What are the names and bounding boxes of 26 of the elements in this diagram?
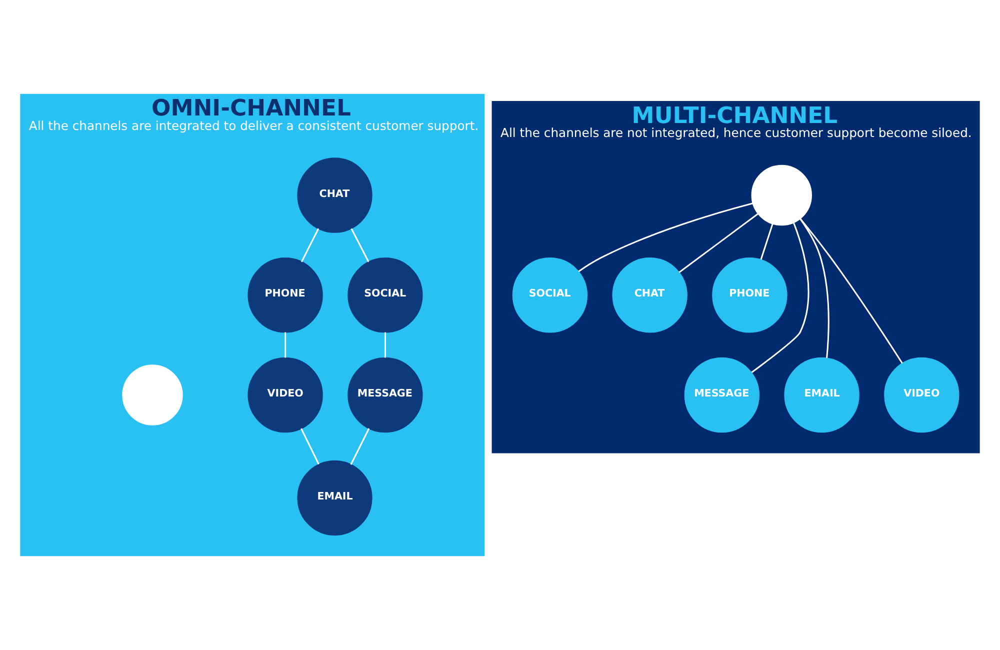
connector [350,228,370,262]
connector [284,332,286,358]
node-circle: PHONE [248,258,323,333]
node-circle: PHONE [712,258,788,333]
node-circle: MESSAGE [348,357,423,433]
node-circle: CHAT [612,258,688,333]
connector [760,224,774,260]
node-circle: EMAIL [784,357,860,433]
connector [350,428,370,465]
node-circle: VIDEO [248,357,323,433]
connector [384,332,386,358]
connector [751,222,810,374]
connector [800,218,830,358]
connector [678,213,759,273]
connector [800,218,903,364]
connector [578,202,753,272]
node-circle: SOCIAL [512,258,588,333]
node-person [751,164,812,226]
node-circle: SOCIAL [348,258,423,333]
node-circle: EMAIL [297,460,372,536]
node-circle: CHAT [297,158,372,233]
node-person [122,364,183,426]
node-circle: MESSAGE [684,357,760,433]
connector [300,228,320,262]
node-circle: VIDEO [884,357,960,433]
connector [300,428,320,465]
